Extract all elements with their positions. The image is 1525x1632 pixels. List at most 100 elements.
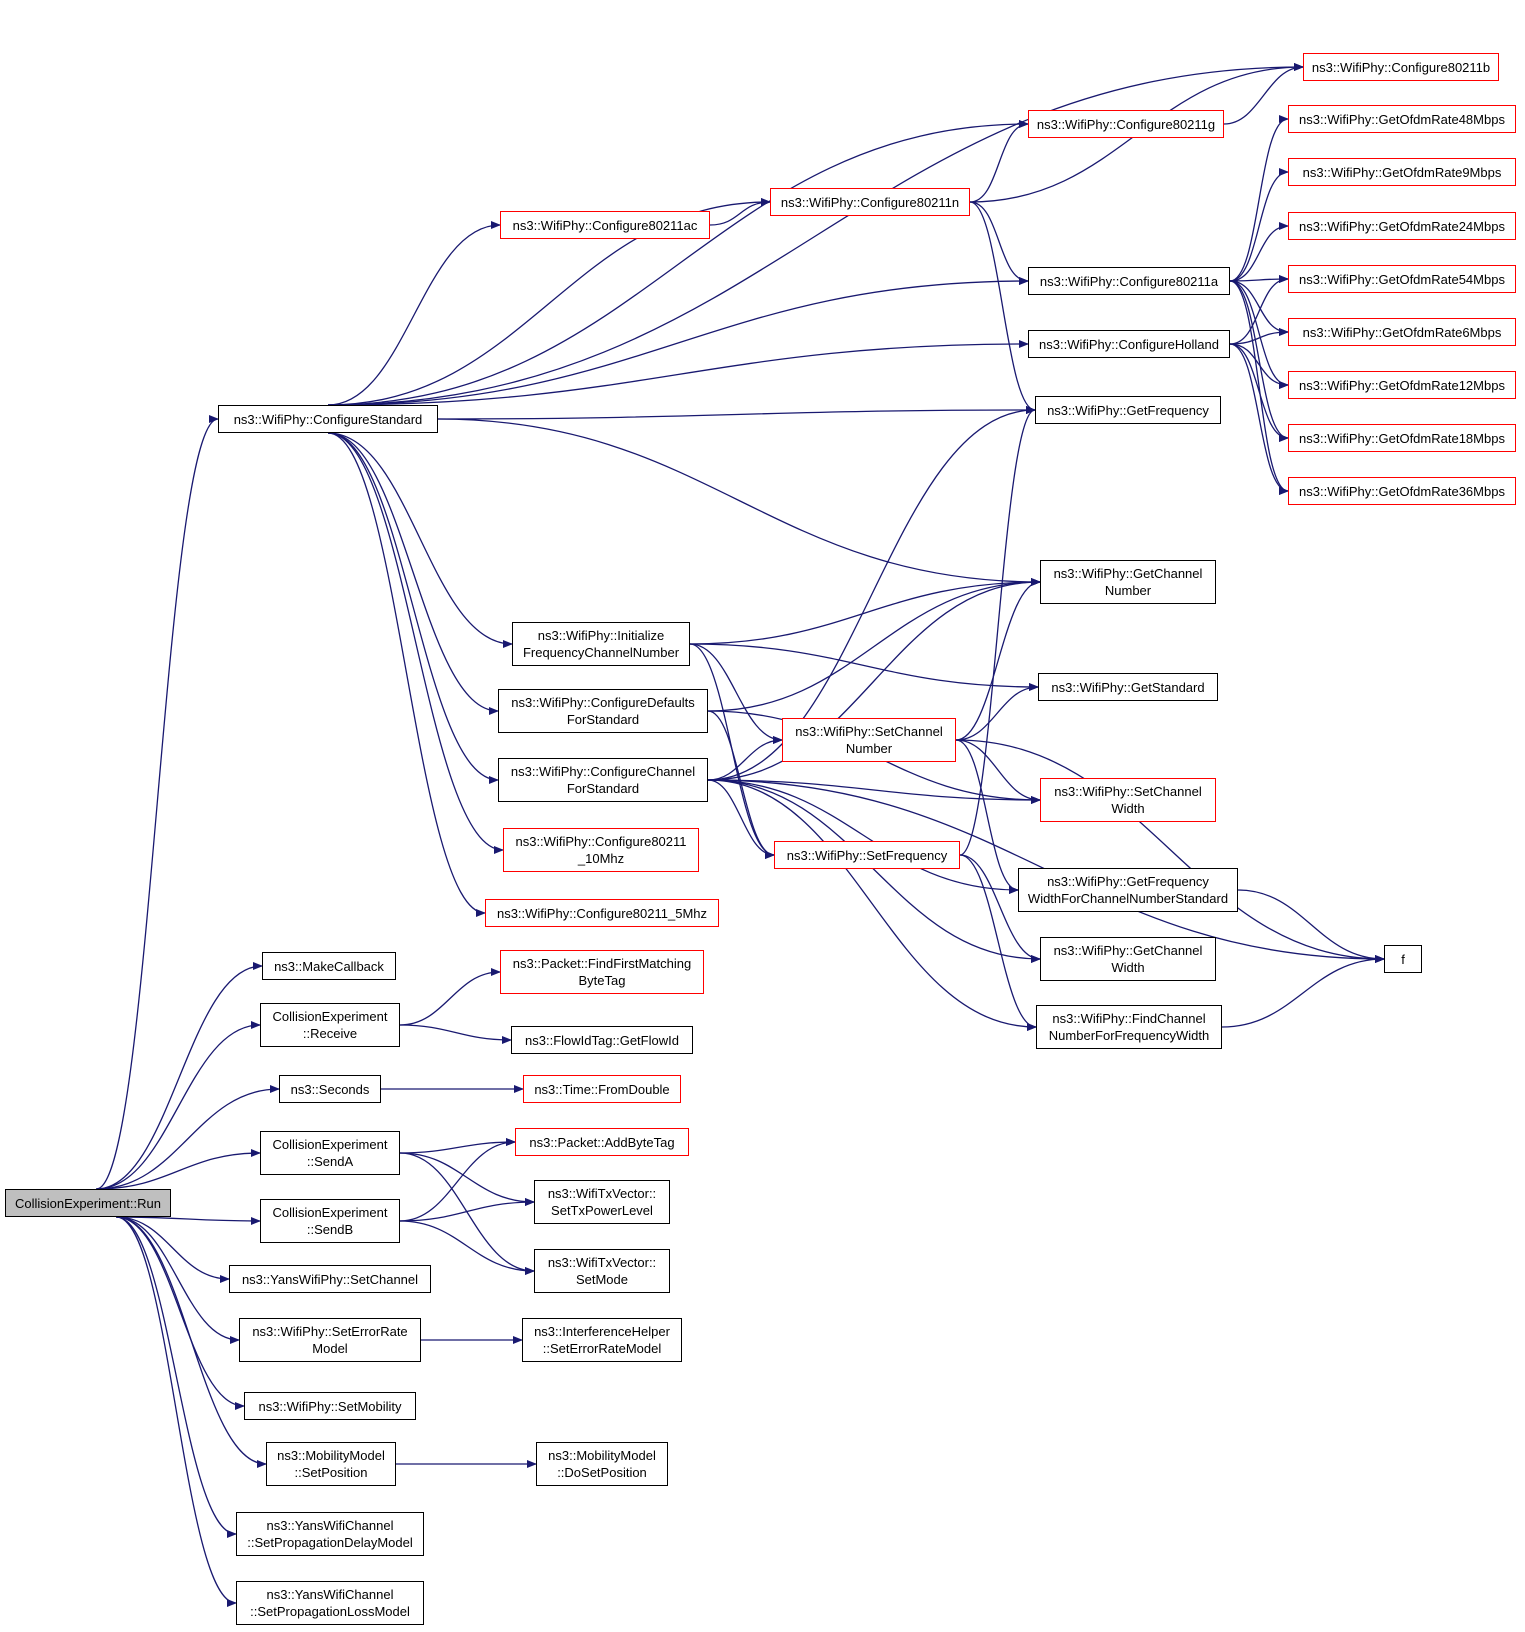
node-getFlowId[interactable]: ns3::FlowIdTag::GetFlowId xyxy=(511,1026,693,1054)
edge-initFreq-to-getStd xyxy=(689,643,1039,691)
node-r54[interactable]: ns3::WifiPhy::GetOfdmRate54Mbps xyxy=(1288,265,1516,293)
node-sendB[interactable]: CollisionExperiment::SendB xyxy=(260,1199,400,1243)
node-r6[interactable]: ns3::WifiPhy::GetOfdmRate6Mbps xyxy=(1288,318,1516,346)
node-ihSetErr[interactable]: ns3::InterferenceHelper::SetErrorRateMod… xyxy=(522,1318,682,1362)
node-propDelay[interactable]: ns3::YansWifiChannel::SetPropagationDela… xyxy=(236,1512,424,1556)
node-setPosition[interactable]: ns3::MobilityModel::SetPosition xyxy=(266,1442,396,1486)
node-label: FrequencyChannelNumber xyxy=(522,645,680,660)
edge-getFreqWidth-to-f xyxy=(1237,889,1385,963)
edge-run-to-seconds xyxy=(96,1085,280,1190)
node-label: SetTxPowerLevel xyxy=(551,1203,653,1218)
node-run[interactable]: CollisionExperiment::Run xyxy=(5,1189,171,1217)
node-label: ns3::WifiPhy::ConfigureDefaults xyxy=(511,695,695,710)
node-sendA[interactable]: CollisionExperiment::SendA xyxy=(260,1131,400,1175)
node-label: ns3::WifiPhy::FindChannel xyxy=(1052,1011,1206,1026)
node-seconds[interactable]: ns3::Seconds xyxy=(279,1075,381,1103)
node-r18[interactable]: ns3::WifiPhy::GetOfdmRate18Mbps xyxy=(1288,424,1516,452)
node-label: ns3::Packet::FindFirstMatching xyxy=(512,956,692,971)
edge-configStd-to-cfgChannel xyxy=(327,432,499,784)
edge-run-to-sendA xyxy=(96,1149,261,1190)
node-makeCb[interactable]: ns3::MakeCallback xyxy=(262,952,396,980)
edge-initFreq-to-setChanNum xyxy=(689,643,783,744)
edge-c80211a-to-r48 xyxy=(1229,115,1289,282)
edge-cfgChannel-to-getFreqWidth xyxy=(707,779,1019,894)
node-label: CollisionExperiment::Run xyxy=(15,1195,161,1211)
node-c80211b[interactable]: ns3::WifiPhy::Configure80211b xyxy=(1303,53,1499,81)
edge-initFreq-to-getChanNum xyxy=(689,578,1041,645)
edge-run-to-receive xyxy=(96,1021,261,1190)
node-r48[interactable]: ns3::WifiPhy::GetOfdmRate48Mbps xyxy=(1288,105,1516,133)
node-r12[interactable]: ns3::WifiPhy::GetOfdmRate12Mbps xyxy=(1288,371,1516,399)
node-getStd[interactable]: ns3::WifiPhy::GetStandard xyxy=(1038,673,1218,701)
node-label: ns3::WifiPhy::Configure80211 xyxy=(515,834,687,849)
node-setChannel[interactable]: ns3::YansWifiPhy::SetChannel xyxy=(229,1265,431,1293)
edge-c80211ac-to-c80211n xyxy=(709,198,771,226)
node-label: ByteTag xyxy=(578,973,626,988)
node-c5mhz[interactable]: ns3::WifiPhy::Configure80211_5Mhz xyxy=(485,899,719,927)
edge-c80211n-to-c80211g xyxy=(969,120,1029,203)
node-label: ns3::WifiTxVector:: xyxy=(547,1255,657,1270)
node-label: ::Receive xyxy=(302,1026,358,1041)
node-c80211ac[interactable]: ns3::WifiPhy::Configure80211ac xyxy=(500,211,710,239)
edge-cfgChannel-to-getFreq xyxy=(707,406,1036,781)
node-setFreq[interactable]: ns3::WifiPhy::SetFrequency xyxy=(774,841,960,869)
edge-run-to-setErrRate xyxy=(116,1216,240,1344)
node-label: ns3::MobilityModel xyxy=(548,1448,656,1463)
edge-run-to-setChannel xyxy=(116,1216,230,1283)
edge-cfgDefaults-to-getChanNum xyxy=(707,578,1041,712)
edge-setChanNum-to-f xyxy=(955,739,1385,963)
node-label: ::SetErrorRateModel xyxy=(542,1341,662,1356)
node-cHolland[interactable]: ns3::WifiPhy::ConfigureHolland xyxy=(1028,330,1230,358)
node-label: NumberForFrequencyWidth xyxy=(1048,1028,1210,1043)
node-configStd[interactable]: ns3::WifiPhy::ConfigureStandard xyxy=(218,405,438,433)
edge-cfgChannel-to-findChan xyxy=(707,779,1037,1031)
node-setMode[interactable]: ns3::WifiTxVector::SetMode xyxy=(534,1249,670,1293)
node-setMobility[interactable]: ns3::WifiPhy::SetMobility xyxy=(244,1392,416,1420)
node-c80211g[interactable]: ns3::WifiPhy::Configure80211g xyxy=(1028,110,1224,138)
node-label: ns3::WifiPhy::ConfigureHolland xyxy=(1039,336,1219,352)
node-label: ns3::YansWifiChannel xyxy=(266,1518,394,1533)
node-r9[interactable]: ns3::WifiPhy::GetOfdmRate9Mbps xyxy=(1288,158,1516,186)
node-label: Number xyxy=(845,741,893,756)
edge-run-to-configStd xyxy=(96,415,219,1190)
edge-run-to-makeCb xyxy=(96,962,263,1190)
edge-run-to-sendB xyxy=(116,1216,261,1225)
node-label: ns3::WifiPhy::GetFrequency xyxy=(1047,402,1209,418)
node-receive[interactable]: CollisionExperiment::Receive xyxy=(260,1003,400,1047)
node-r24[interactable]: ns3::WifiPhy::GetOfdmRate24Mbps xyxy=(1288,212,1516,240)
node-setTxPower[interactable]: ns3::WifiTxVector::SetTxPowerLevel xyxy=(534,1180,670,1224)
node-label: ns3::Time::FromDouble xyxy=(534,1081,670,1097)
edge-configStd-to-c10mhz xyxy=(327,432,504,854)
node-r36[interactable]: ns3::WifiPhy::GetOfdmRate36Mbps xyxy=(1288,477,1516,505)
node-c80211n[interactable]: ns3::WifiPhy::Configure80211n xyxy=(770,188,970,216)
node-f[interactable]: f xyxy=(1384,945,1422,973)
call-edges xyxy=(96,63,1385,1607)
node-label: ns3::YansWifiPhy::SetChannel xyxy=(241,1271,419,1287)
edge-sendA-to-setTxPower xyxy=(399,1152,535,1206)
edge-setFreq-to-findChan xyxy=(959,854,1037,1031)
node-fromDouble[interactable]: ns3::Time::FromDouble xyxy=(523,1075,681,1103)
edge-configStd-to-c80211ac xyxy=(327,221,501,406)
edge-configStd-to-c80211g xyxy=(327,120,1029,406)
node-addByteTag[interactable]: ns3::Packet::AddByteTag xyxy=(515,1128,689,1156)
node-getFreq[interactable]: ns3::WifiPhy::GetFrequency xyxy=(1035,396,1221,424)
node-c10mhz[interactable]: ns3::WifiPhy::Configure80211_10Mhz xyxy=(503,828,699,872)
node-c80211a[interactable]: ns3::WifiPhy::Configure80211a xyxy=(1028,267,1230,295)
node-label: CollisionExperiment xyxy=(272,1137,388,1152)
node-label: ::SendA xyxy=(306,1154,354,1169)
node-label: ns3::WifiPhy::SetFrequency xyxy=(786,847,948,863)
node-propLoss[interactable]: ns3::YansWifiChannel::SetPropagationLoss… xyxy=(236,1581,424,1625)
node-label: ns3::WifiPhy::GetFrequency xyxy=(1047,874,1209,889)
node-doSetPos[interactable]: ns3::MobilityModel::DoSetPosition xyxy=(536,1442,668,1486)
